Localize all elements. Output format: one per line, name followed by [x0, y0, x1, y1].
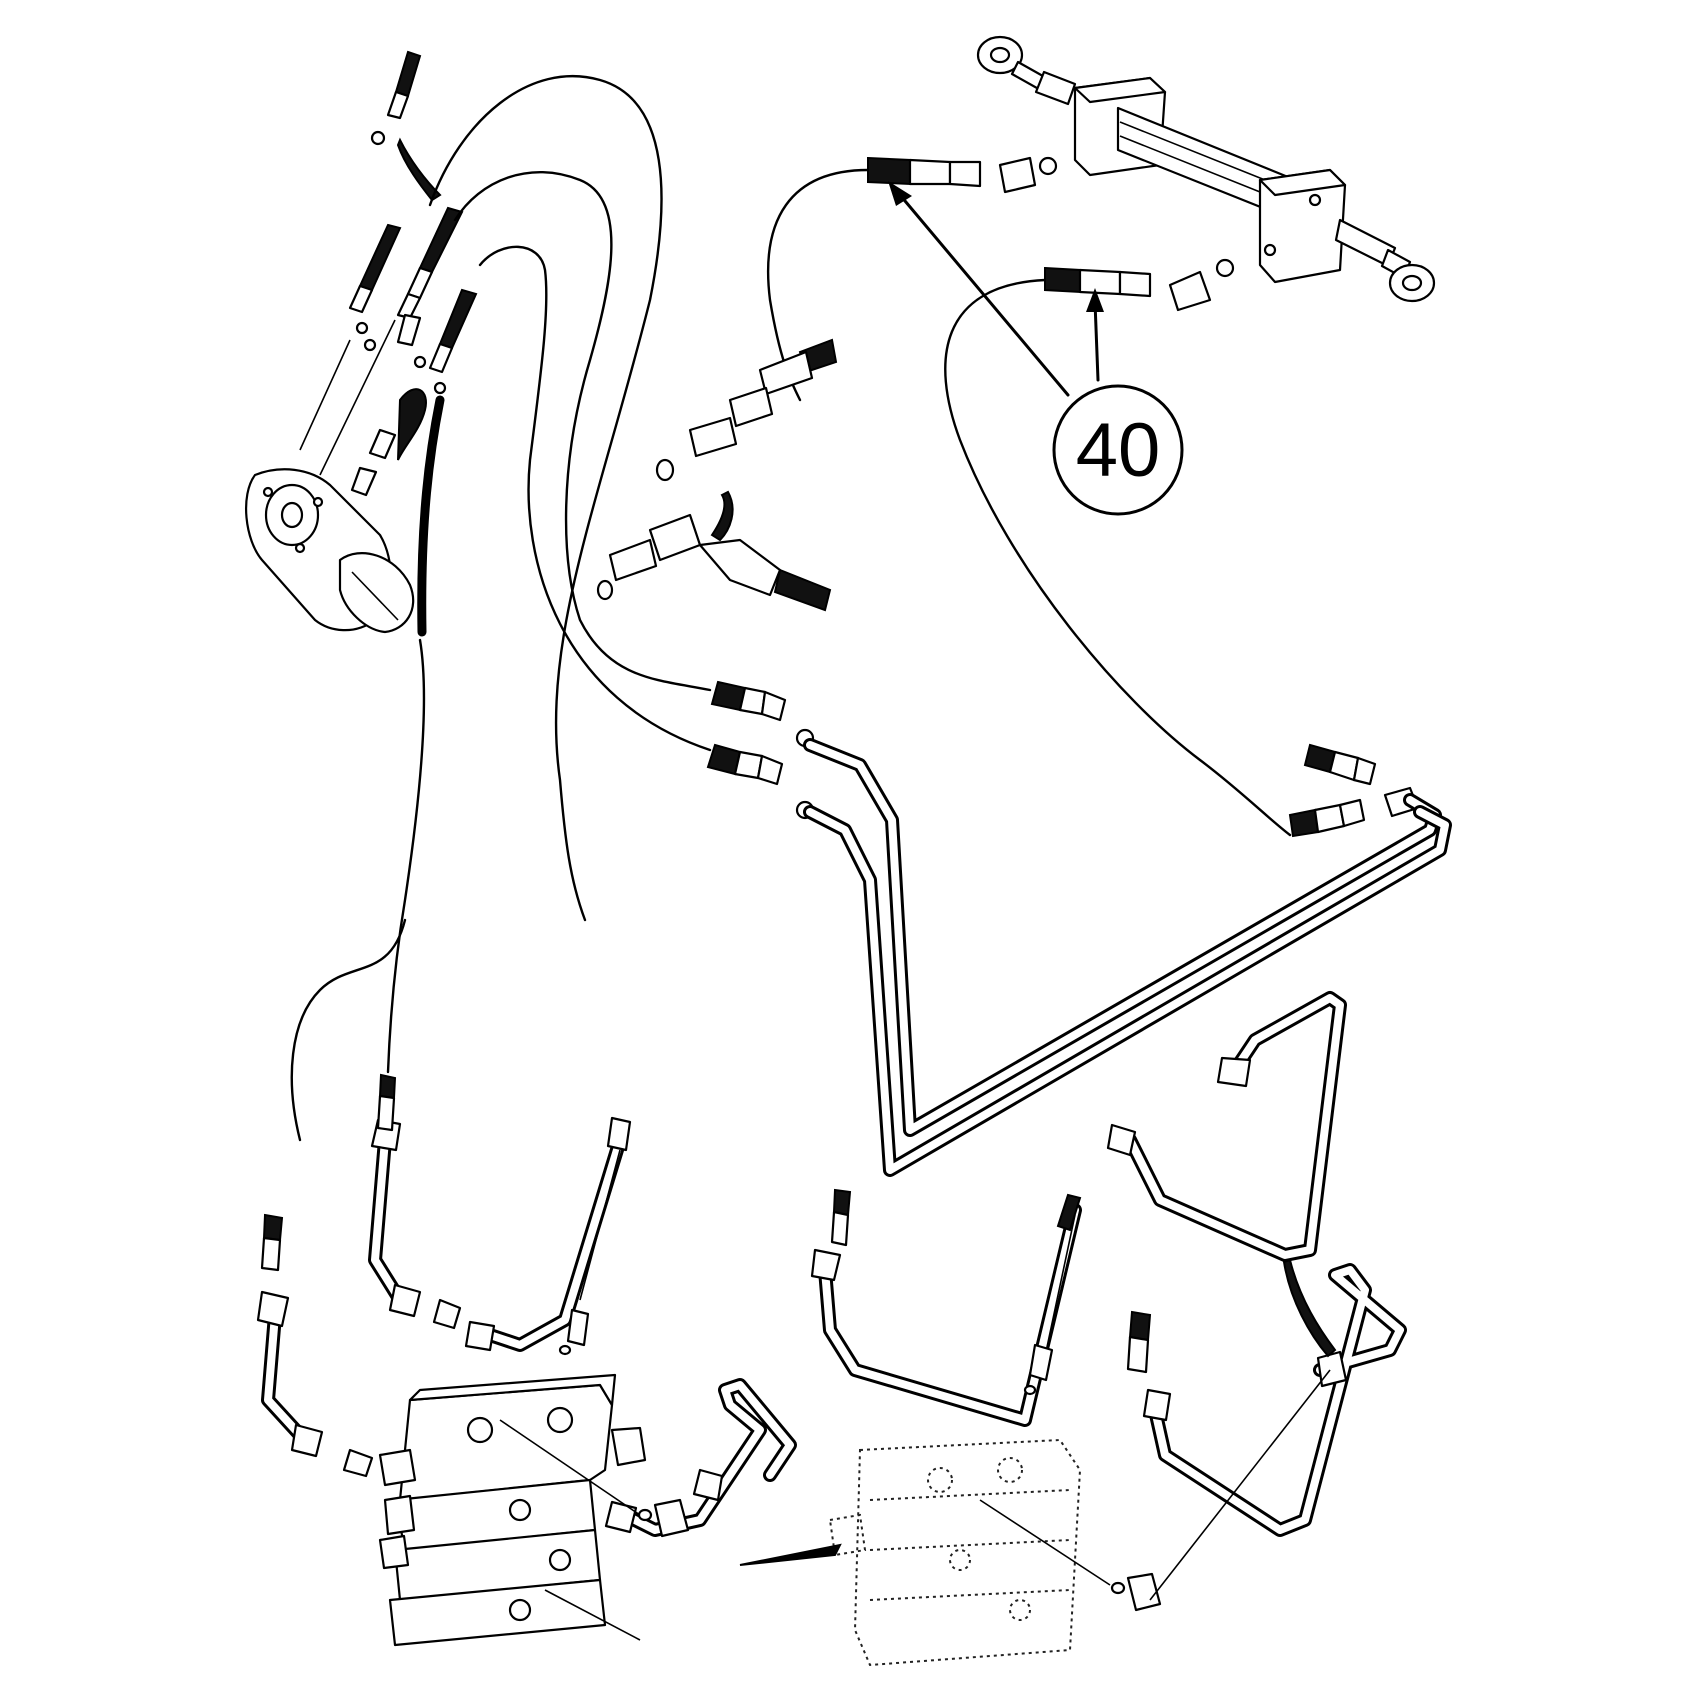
rigid-pipe-center-bottom [810, 1193, 1082, 1427]
hose-assembly-lower [944, 258, 1292, 837]
central-fitting-group [596, 338, 838, 612]
secondary-valve-outline [828, 1369, 1331, 1667]
rigid-pipe-right-lower [1142, 1263, 1407, 1537]
left-column-fittings [260, 1073, 1337, 1478]
rigid-pipe-left-b [256, 1290, 324, 1458]
reference-arrow [739, 1543, 842, 1566]
middle-hose-fittings [706, 680, 1420, 838]
callout-40: 40 [888, 181, 1184, 516]
steering-unit-icon [244, 468, 415, 634]
rigid-pipe-left-a [368, 1118, 422, 1318]
callout-circle [1052, 384, 1184, 516]
rigid-pipe-long [803, 738, 1452, 1177]
flexible-hoses [290, 74, 712, 1142]
return-hose-black [417, 395, 445, 637]
callout-label: 40 [1076, 408, 1161, 493]
rigid-pipe-right-upper [1106, 991, 1347, 1262]
control-valve-icon [378, 1373, 690, 1647]
steering-unit-fittings [299, 50, 478, 497]
hydraulic-cylinder-icon [976, 35, 1436, 303]
rigid-pipe-left-c [464, 1116, 632, 1352]
